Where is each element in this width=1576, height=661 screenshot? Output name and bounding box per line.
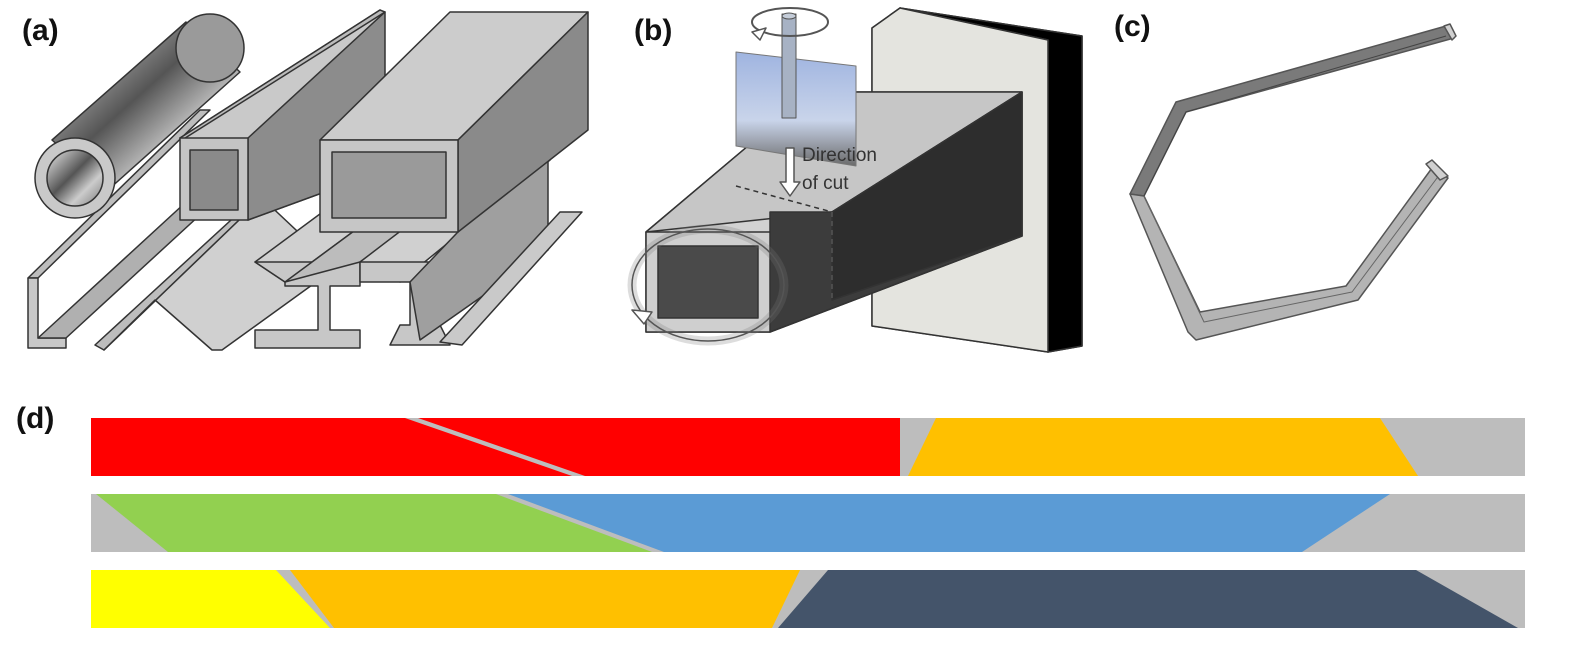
panel-d-label: (d): [16, 402, 55, 435]
round-tube: [34, 13, 245, 219]
cut-direction-label-line-2: of cut: [802, 173, 849, 194]
bar1-kerf-line: [405, 418, 585, 476]
panel-c-label: (c): [1114, 10, 1151, 43]
stock-bar-2: [91, 494, 1525, 552]
bar1-piece-orange: [908, 418, 1418, 476]
bar2-piece-green: [96, 494, 652, 552]
cut-direction-label-line-1: Direction: [802, 145, 877, 166]
panel-a-label: (a): [22, 14, 59, 47]
spindle-rotation-arrow-icon: [751, 7, 829, 41]
workpiece-rotation-arrow-icon: [627, 224, 789, 346]
panel-b-cutting-setup: [627, 7, 1083, 353]
flat-angle-strip: [439, 211, 583, 346]
panel-a-profiles: [27, 9, 589, 351]
cut-direction-arrow-icon: [779, 147, 801, 197]
stock-bar-3: [91, 570, 1525, 628]
bar3-piece-yellow: [91, 570, 330, 628]
panel-d-cutting-layout: [91, 418, 1525, 628]
bar3-piece-orange: [290, 570, 800, 628]
panel-c-bent-frame: [1129, 23, 1457, 341]
rectangular-tube: [319, 11, 589, 233]
stock-bar-1: [91, 418, 1525, 476]
cutting-blade: [735, 12, 857, 167]
bar2-piece-blue: [508, 494, 1390, 552]
panel-b-label: (b): [634, 14, 673, 47]
bar3-piece-slate: [778, 570, 1518, 628]
